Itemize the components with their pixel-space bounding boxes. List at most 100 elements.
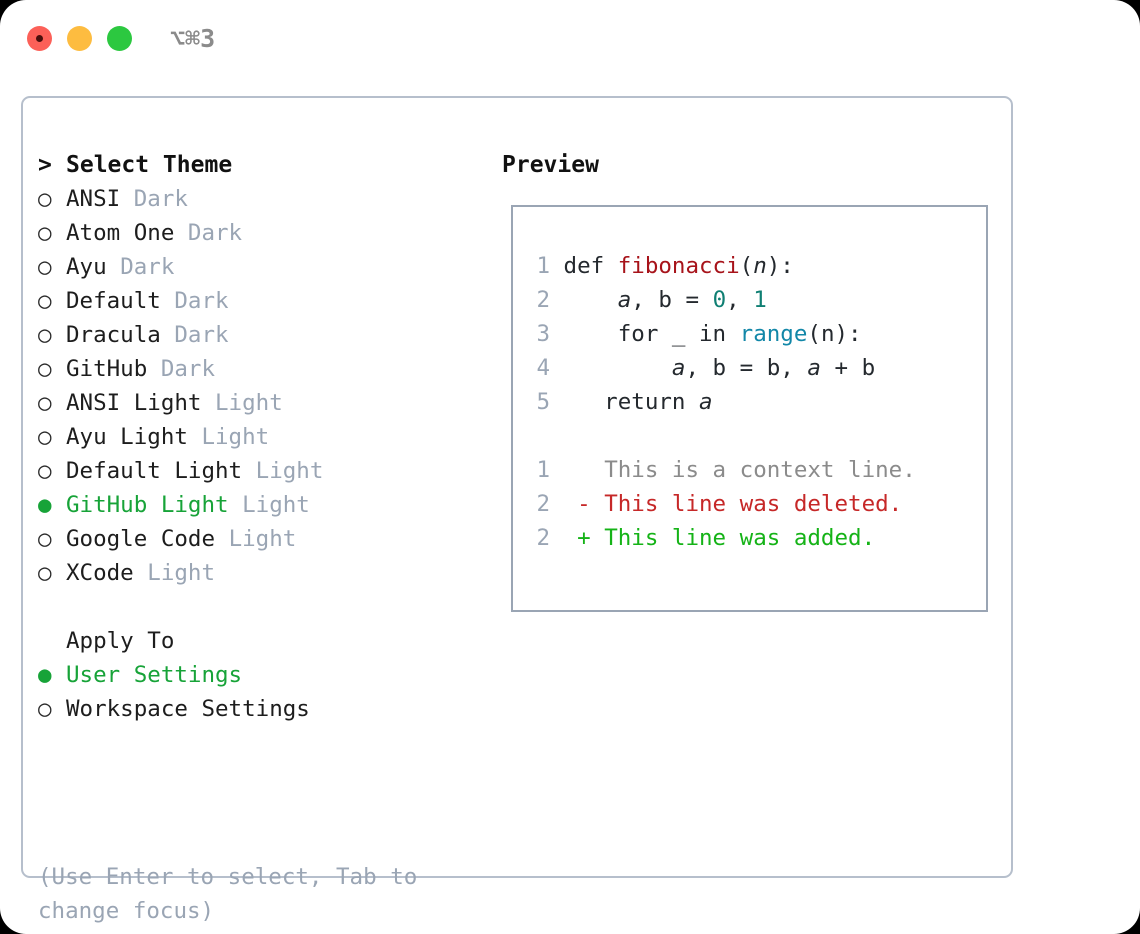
- preview-title: Preview: [502, 152, 599, 178]
- apply-to-item-label: Workspace Settings: [66, 696, 310, 722]
- radio-selected-icon: ●: [38, 662, 66, 688]
- code-token: b: [658, 287, 672, 313]
- line-number: 2: [536, 525, 550, 551]
- caret-icon: >: [38, 152, 66, 178]
- code-token: 1: [753, 287, 767, 313]
- theme-item-tag: Light: [228, 526, 297, 552]
- theme-item-label: GitHub Light: [66, 492, 243, 518]
- code-token: ,: [631, 287, 659, 313]
- line-number: 1: [536, 253, 550, 279]
- theme-item-tag: Dark: [187, 220, 243, 246]
- theme-item-atom-one[interactable]: ○ Atom One Dark: [38, 216, 488, 250]
- diff-text: This line was deleted.: [604, 491, 903, 517]
- code-line: 5 return a: [526, 385, 916, 419]
- close-icon: [36, 35, 43, 42]
- line-number: 2: [536, 491, 550, 517]
- line-number: 5: [536, 389, 550, 415]
- radio-icon: ○: [38, 560, 66, 586]
- radio-icon: ○: [38, 356, 66, 382]
- radio-icon: ○: [38, 288, 66, 314]
- code-token: (: [739, 253, 754, 279]
- maximize-button[interactable]: [107, 26, 132, 51]
- theme-item-label: Ayu Light: [66, 424, 202, 450]
- code-token: =: [671, 287, 713, 313]
- theme-item-ayu[interactable]: ○ Ayu Dark: [38, 250, 488, 284]
- theme-item-tag: Light: [147, 560, 216, 586]
- code-line: 2 a, b = 0, 1: [526, 283, 916, 317]
- diff-line: 2 + This line was added.: [526, 521, 916, 555]
- diff-text: This line was added.: [604, 525, 876, 551]
- theme-item-ansi-light[interactable]: ○ ANSI Light Light: [38, 386, 488, 420]
- diff-marker: [550, 457, 604, 483]
- radio-icon: ○: [38, 424, 66, 450]
- code-token: n: [820, 321, 835, 347]
- gutter-gap: [550, 253, 564, 279]
- theme-item-google-code[interactable]: ○ Google Code Light: [38, 522, 488, 556]
- theme-item-default-light[interactable]: ○ Default Light Light: [38, 454, 488, 488]
- theme-item-label: Atom One: [66, 220, 188, 246]
- code-token: [564, 355, 672, 381]
- theme-item-label: GitHub: [66, 356, 161, 382]
- theme-item-github-light[interactable]: ● GitHub Light Light: [38, 488, 488, 522]
- code-line: 4 a, b = b, a + b: [526, 351, 916, 385]
- radio-icon: ○: [38, 322, 66, 348]
- close-button[interactable]: [27, 26, 52, 51]
- code-token: range: [739, 321, 808, 347]
- section-spacer: [38, 590, 488, 624]
- code-token: a: [807, 355, 821, 381]
- theme-selection-pane: > Select Theme○ ANSI Dark○ Atom One Dark…: [38, 148, 488, 726]
- gutter-gap: [550, 355, 564, 381]
- code-token: for _ in: [563, 321, 740, 347]
- theme-item-tag: Dark: [133, 186, 188, 212]
- theme-item-tag: Light: [242, 492, 310, 518]
- theme-item-github[interactable]: ○ GitHub Dark: [38, 352, 488, 386]
- radio-icon: ○: [38, 390, 66, 416]
- theme-item-tag: Light: [201, 424, 270, 450]
- theme-item-label: Google Code: [66, 526, 229, 552]
- code-token: return: [563, 389, 700, 415]
- line-number: 2: [536, 287, 550, 313]
- diff-marker: +: [550, 525, 605, 551]
- diff-marker: -: [550, 491, 605, 517]
- radio-selected-icon: ●: [38, 492, 66, 518]
- apply-to-item-user-settings[interactable]: ● User Settings: [38, 658, 488, 692]
- line-number: 4: [536, 355, 550, 381]
- title-bar: ⌥⌘3: [0, 0, 1140, 78]
- code-token: + b: [820, 355, 876, 381]
- code-line: 3 for _ in range(n):: [526, 317, 916, 351]
- theme-item-xcode[interactable]: ○ XCode Light: [38, 556, 488, 590]
- radio-icon: ○: [38, 526, 66, 552]
- code-token: ,: [726, 287, 754, 313]
- radio-icon: ○: [38, 696, 66, 722]
- heading-indent: [38, 624, 66, 658]
- code-token: a: [671, 355, 686, 381]
- theme-item-tag: Dark: [120, 254, 175, 280]
- theme-item-dracula[interactable]: ○ Dracula Dark: [38, 318, 488, 352]
- code-token: ):: [766, 253, 794, 279]
- code-token: ):: [834, 321, 862, 347]
- apply-to-item-label: User Settings: [66, 662, 243, 688]
- theme-item-tag: Light: [215, 390, 283, 416]
- theme-item-ayu-light[interactable]: ○ Ayu Light Light: [38, 420, 488, 454]
- line-number: 3: [536, 321, 550, 347]
- keyboard-shortcut-label: ⌥⌘3: [170, 24, 216, 53]
- minimize-button[interactable]: [67, 26, 92, 51]
- code-token: , b = b,: [685, 355, 808, 381]
- theme-item-default[interactable]: ○ Default Dark: [38, 284, 488, 318]
- theme-item-label: XCode: [66, 560, 148, 586]
- theme-item-label: ANSI: [66, 186, 134, 212]
- theme-item-tag: Dark: [174, 288, 229, 314]
- radio-icon: ○: [38, 220, 66, 246]
- keyboard-hint-text: (Use Enter to select, Tab to change focu…: [38, 864, 418, 924]
- apply-to-item-workspace-settings[interactable]: ○ Workspace Settings: [38, 692, 488, 726]
- diff-line: 2 - This line was deleted.: [526, 487, 916, 521]
- code-token: a: [699, 389, 713, 415]
- code-blank-line: [526, 419, 916, 453]
- code-token: (: [807, 321, 821, 347]
- code-token: 0: [712, 287, 727, 313]
- theme-item-tag: Dark: [160, 356, 216, 382]
- theme-item-ansi[interactable]: ○ ANSI Dark: [38, 182, 488, 216]
- theme-item-tag: Dark: [174, 322, 229, 348]
- apply-to-heading: Apply To: [38, 624, 488, 658]
